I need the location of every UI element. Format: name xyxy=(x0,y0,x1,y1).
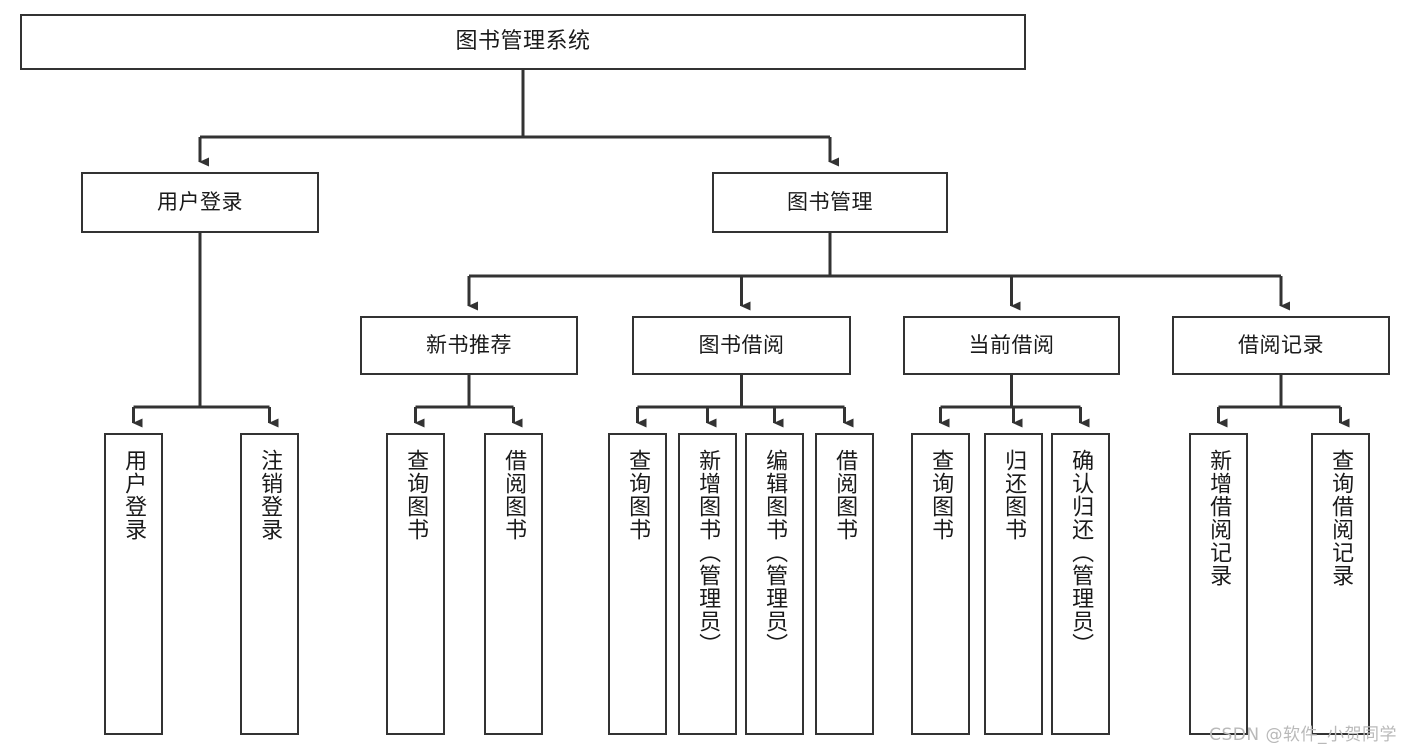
node-label: 编辑图书（管理员） xyxy=(762,449,788,656)
node-leaf-borrow-book-1[interactable]: 借阅图书 xyxy=(484,433,543,735)
node-label: 查询借阅记录 xyxy=(1328,449,1354,587)
node-label: 注销登录 xyxy=(257,449,283,541)
node-book-borrow[interactable]: 图书借阅 xyxy=(632,316,851,375)
node-label: 新增借阅记录 xyxy=(1206,449,1232,587)
node-leaf-borrow-book-2[interactable]: 借阅图书 xyxy=(815,433,874,735)
node-label: 当前借阅 xyxy=(968,333,1055,358)
node-label: 新书推荐 xyxy=(426,333,512,358)
node-label: 借阅记录 xyxy=(1238,333,1324,358)
node-label: 查询图书 xyxy=(928,449,954,541)
node-leaf-logout[interactable]: 注销登录 xyxy=(240,433,299,735)
node-leaf-query-book-2[interactable]: 查询图书 xyxy=(608,433,667,735)
node-leaf-query-record[interactable]: 查询借阅记录 xyxy=(1311,433,1370,735)
node-label: 查询图书 xyxy=(625,449,651,541)
node-book-manage[interactable]: 图书管理 xyxy=(712,172,948,233)
node-label: 用户登录 xyxy=(121,449,147,541)
node-leaf-return-book[interactable]: 归还图书 xyxy=(984,433,1043,735)
node-label: 用户登录 xyxy=(157,190,243,215)
node-leaf-add-book[interactable]: 新增图书（管理员） xyxy=(678,433,737,735)
node-current-borrow[interactable]: 当前借阅 xyxy=(903,316,1120,375)
node-leaf-add-record[interactable]: 新增借阅记录 xyxy=(1189,433,1248,735)
node-borrow-record[interactable]: 借阅记录 xyxy=(1172,316,1390,375)
node-leaf-edit-book[interactable]: 编辑图书（管理员） xyxy=(745,433,804,735)
node-label: 归还图书 xyxy=(1001,449,1027,541)
node-label: 借阅图书 xyxy=(501,449,527,541)
node-label: 借阅图书 xyxy=(832,449,858,541)
node-label: 图书管理系统 xyxy=(455,29,591,55)
node-leaf-confirm-return[interactable]: 确认归还（管理员） xyxy=(1051,433,1110,735)
node-label: 图书管理 xyxy=(787,190,873,215)
node-label: 查询图书 xyxy=(403,449,429,541)
node-root[interactable]: 图书管理系统 xyxy=(20,14,1026,70)
node-new-book-rec[interactable]: 新书推荐 xyxy=(360,316,578,375)
node-leaf-query-book-1[interactable]: 查询图书 xyxy=(386,433,445,735)
node-label: 确认归还（管理员） xyxy=(1068,449,1094,656)
node-leaf-query-book-3[interactable]: 查询图书 xyxy=(911,433,970,735)
node-label: 新增图书（管理员） xyxy=(695,449,721,656)
csdn-watermark: CSDN @软件_小贺同学 xyxy=(1209,725,1397,745)
node-user-login[interactable]: 用户登录 xyxy=(81,172,319,233)
node-label: 图书借阅 xyxy=(698,333,785,358)
node-leaf-user-login[interactable]: 用户登录 xyxy=(104,433,163,735)
